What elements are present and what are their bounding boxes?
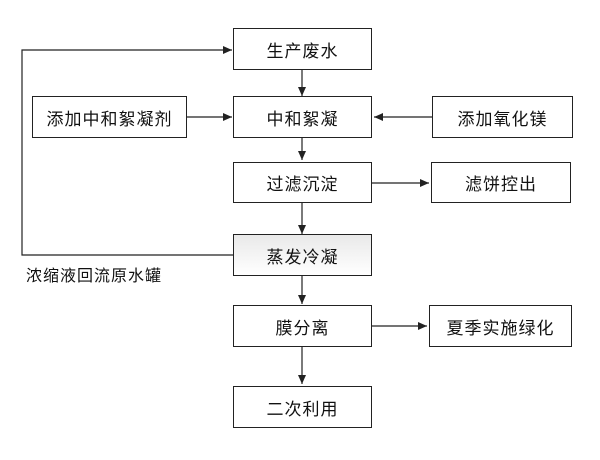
return-loop-line [21,46,233,256]
node-greening: 夏季实施绿化 [429,305,572,347]
node-add-agent: 添加中和絮凝剂 [32,96,187,138]
return-loop-label: 浓缩液回流原水罐 [26,266,163,285]
node-wastewater: 生产废水 [233,28,372,70]
node-filter-cake: 滤饼控出 [431,162,571,203]
node-reuse: 二次利用 [233,386,372,428]
node-add-oxide: 添加氧化镁 [432,96,573,138]
node-membrane: 膜分离 [233,305,372,347]
node-neutralize: 中和絮凝 [233,96,372,138]
node-evaporate: 蒸发冷凝 [233,234,372,276]
node-sediment: 过滤沉淀 [233,162,372,203]
